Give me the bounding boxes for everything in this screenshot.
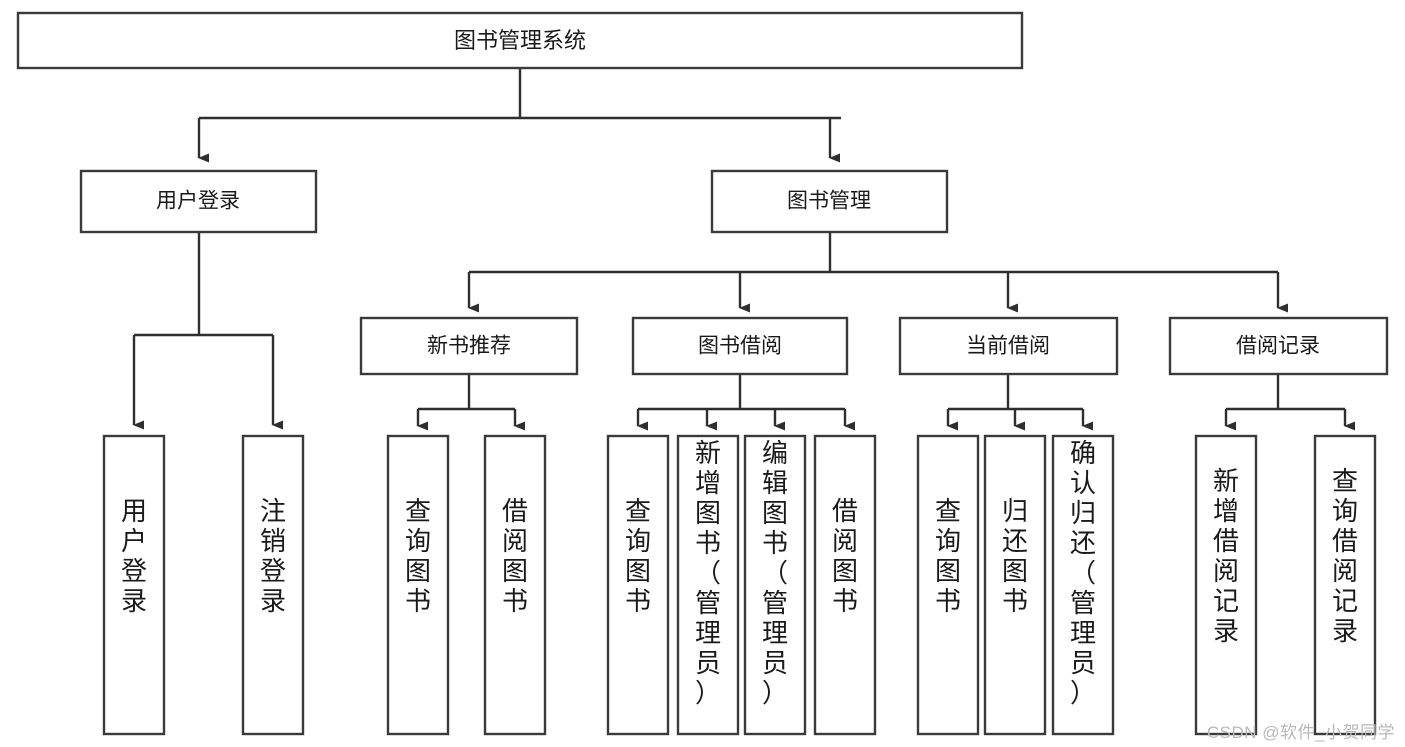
leaf-box-9[interactable] bbox=[983, 434, 1047, 736]
leaf-node[interactable]: 借阅图书 bbox=[483, 434, 547, 736]
node-book-borrow-label: 图书借阅 bbox=[698, 335, 782, 358]
leaf-node[interactable]: 确认归还（管理员） bbox=[1051, 434, 1115, 736]
connector-group-borrow bbox=[636, 374, 855, 431]
node-book-management-box[interactable] bbox=[710, 169, 949, 234]
node-current-borrow-label: 当前借阅 bbox=[966, 335, 1050, 358]
leaf-node[interactable]: 新增借阅记录 bbox=[1194, 434, 1258, 736]
leaf-box-4[interactable] bbox=[606, 434, 670, 736]
leaf-box-6[interactable] bbox=[743, 434, 807, 736]
node-root-box[interactable] bbox=[16, 11, 1024, 70]
leaf-label-1: 注销登录 bbox=[260, 496, 286, 616]
connector-group-root bbox=[197, 68, 841, 163]
leaf-node[interactable]: 借阅图书 bbox=[813, 434, 877, 736]
connector-group-new-book bbox=[416, 374, 525, 431]
leaf-node[interactable]: 查询图书 bbox=[916, 434, 980, 736]
node-root-label: 图书管理系统 bbox=[454, 28, 586, 53]
leaf-label-7: 借阅图书 bbox=[832, 496, 858, 616]
node-new-book-recommend-box[interactable] bbox=[359, 316, 579, 376]
leaf-box-7[interactable] bbox=[813, 434, 877, 736]
node-book-management-label: 图书管理 bbox=[787, 190, 871, 213]
connector-group-current-borrow bbox=[946, 374, 1093, 431]
leaf-node[interactable]: 归还图书 bbox=[983, 434, 1047, 736]
connector-group-book-mgmt bbox=[467, 232, 1288, 313]
leaf-box-11[interactable] bbox=[1194, 434, 1258, 736]
leaf-node[interactable]: 用户登录 bbox=[102, 434, 166, 736]
leaf-label-4: 查询图书 bbox=[625, 496, 651, 616]
leaf-box-12[interactable] bbox=[1313, 434, 1377, 736]
leaf-label-11: 新增借阅记录 bbox=[1213, 466, 1239, 646]
node-new-book-recommend-label: 新书推荐 bbox=[427, 335, 511, 358]
connector-group-borrow-record bbox=[1224, 374, 1355, 431]
leaf-node[interactable]: 查询图书 bbox=[386, 434, 450, 736]
leaf-node[interactable]: 查询图书 bbox=[606, 434, 670, 736]
node-new-book-recommend[interactable]: 新书推荐 bbox=[359, 316, 579, 376]
leaf-label-2: 查询图书 bbox=[405, 496, 431, 616]
leaf-box-3[interactable] bbox=[483, 434, 547, 736]
leaf-label-12: 查询借阅记录 bbox=[1332, 466, 1358, 646]
leaf-box-10[interactable] bbox=[1051, 434, 1115, 736]
leaf-box-1[interactable] bbox=[241, 434, 305, 736]
leaf-label-8: 查询图书 bbox=[935, 496, 961, 616]
node-current-borrow-box[interactable] bbox=[898, 316, 1119, 376]
leaf-label-5: 新增图书（管理员） bbox=[695, 438, 721, 708]
leaf-label-9: 归还图书 bbox=[1002, 496, 1028, 616]
leaf-node[interactable]: 编辑图书（管理员） bbox=[743, 434, 807, 736]
leaf-label-0: 用户登录 bbox=[121, 496, 147, 616]
leaf-node[interactable]: 查询借阅记录 bbox=[1313, 434, 1377, 736]
leaf-node[interactable]: 新增图书（管理员） bbox=[676, 434, 740, 736]
node-borrow-record[interactable]: 借阅记录 bbox=[1168, 316, 1389, 376]
leaf-box-8[interactable] bbox=[916, 434, 980, 736]
leaf-box-5[interactable] bbox=[676, 434, 740, 736]
node-root[interactable]: 图书管理系统 bbox=[16, 11, 1024, 70]
node-borrow-record-box[interactable] bbox=[1168, 316, 1389, 376]
node-book-borrow[interactable]: 图书借阅 bbox=[631, 316, 849, 376]
leaf-box-0[interactable] bbox=[102, 434, 166, 736]
node-book-borrow-box[interactable] bbox=[631, 316, 849, 376]
node-borrow-record-label: 借阅记录 bbox=[1236, 335, 1320, 358]
node-user-login[interactable]: 用户登录 bbox=[79, 169, 318, 234]
leaf-label-3: 借阅图书 bbox=[502, 496, 528, 616]
node-user-login-box[interactable] bbox=[79, 169, 318, 234]
node-book-management[interactable]: 图书管理 bbox=[710, 169, 949, 234]
node-current-borrow[interactable]: 当前借阅 bbox=[898, 316, 1119, 376]
leaf-box-2[interactable] bbox=[386, 434, 450, 736]
leaf-label-10: 确认归还（管理员） bbox=[1070, 438, 1096, 708]
node-user-login-label: 用户登录 bbox=[156, 190, 240, 213]
connector-group-user-login bbox=[132, 232, 283, 430]
leaf-label-6: 编辑图书（管理员） bbox=[762, 438, 788, 708]
leaf-node[interactable]: 注销登录 bbox=[241, 434, 305, 736]
